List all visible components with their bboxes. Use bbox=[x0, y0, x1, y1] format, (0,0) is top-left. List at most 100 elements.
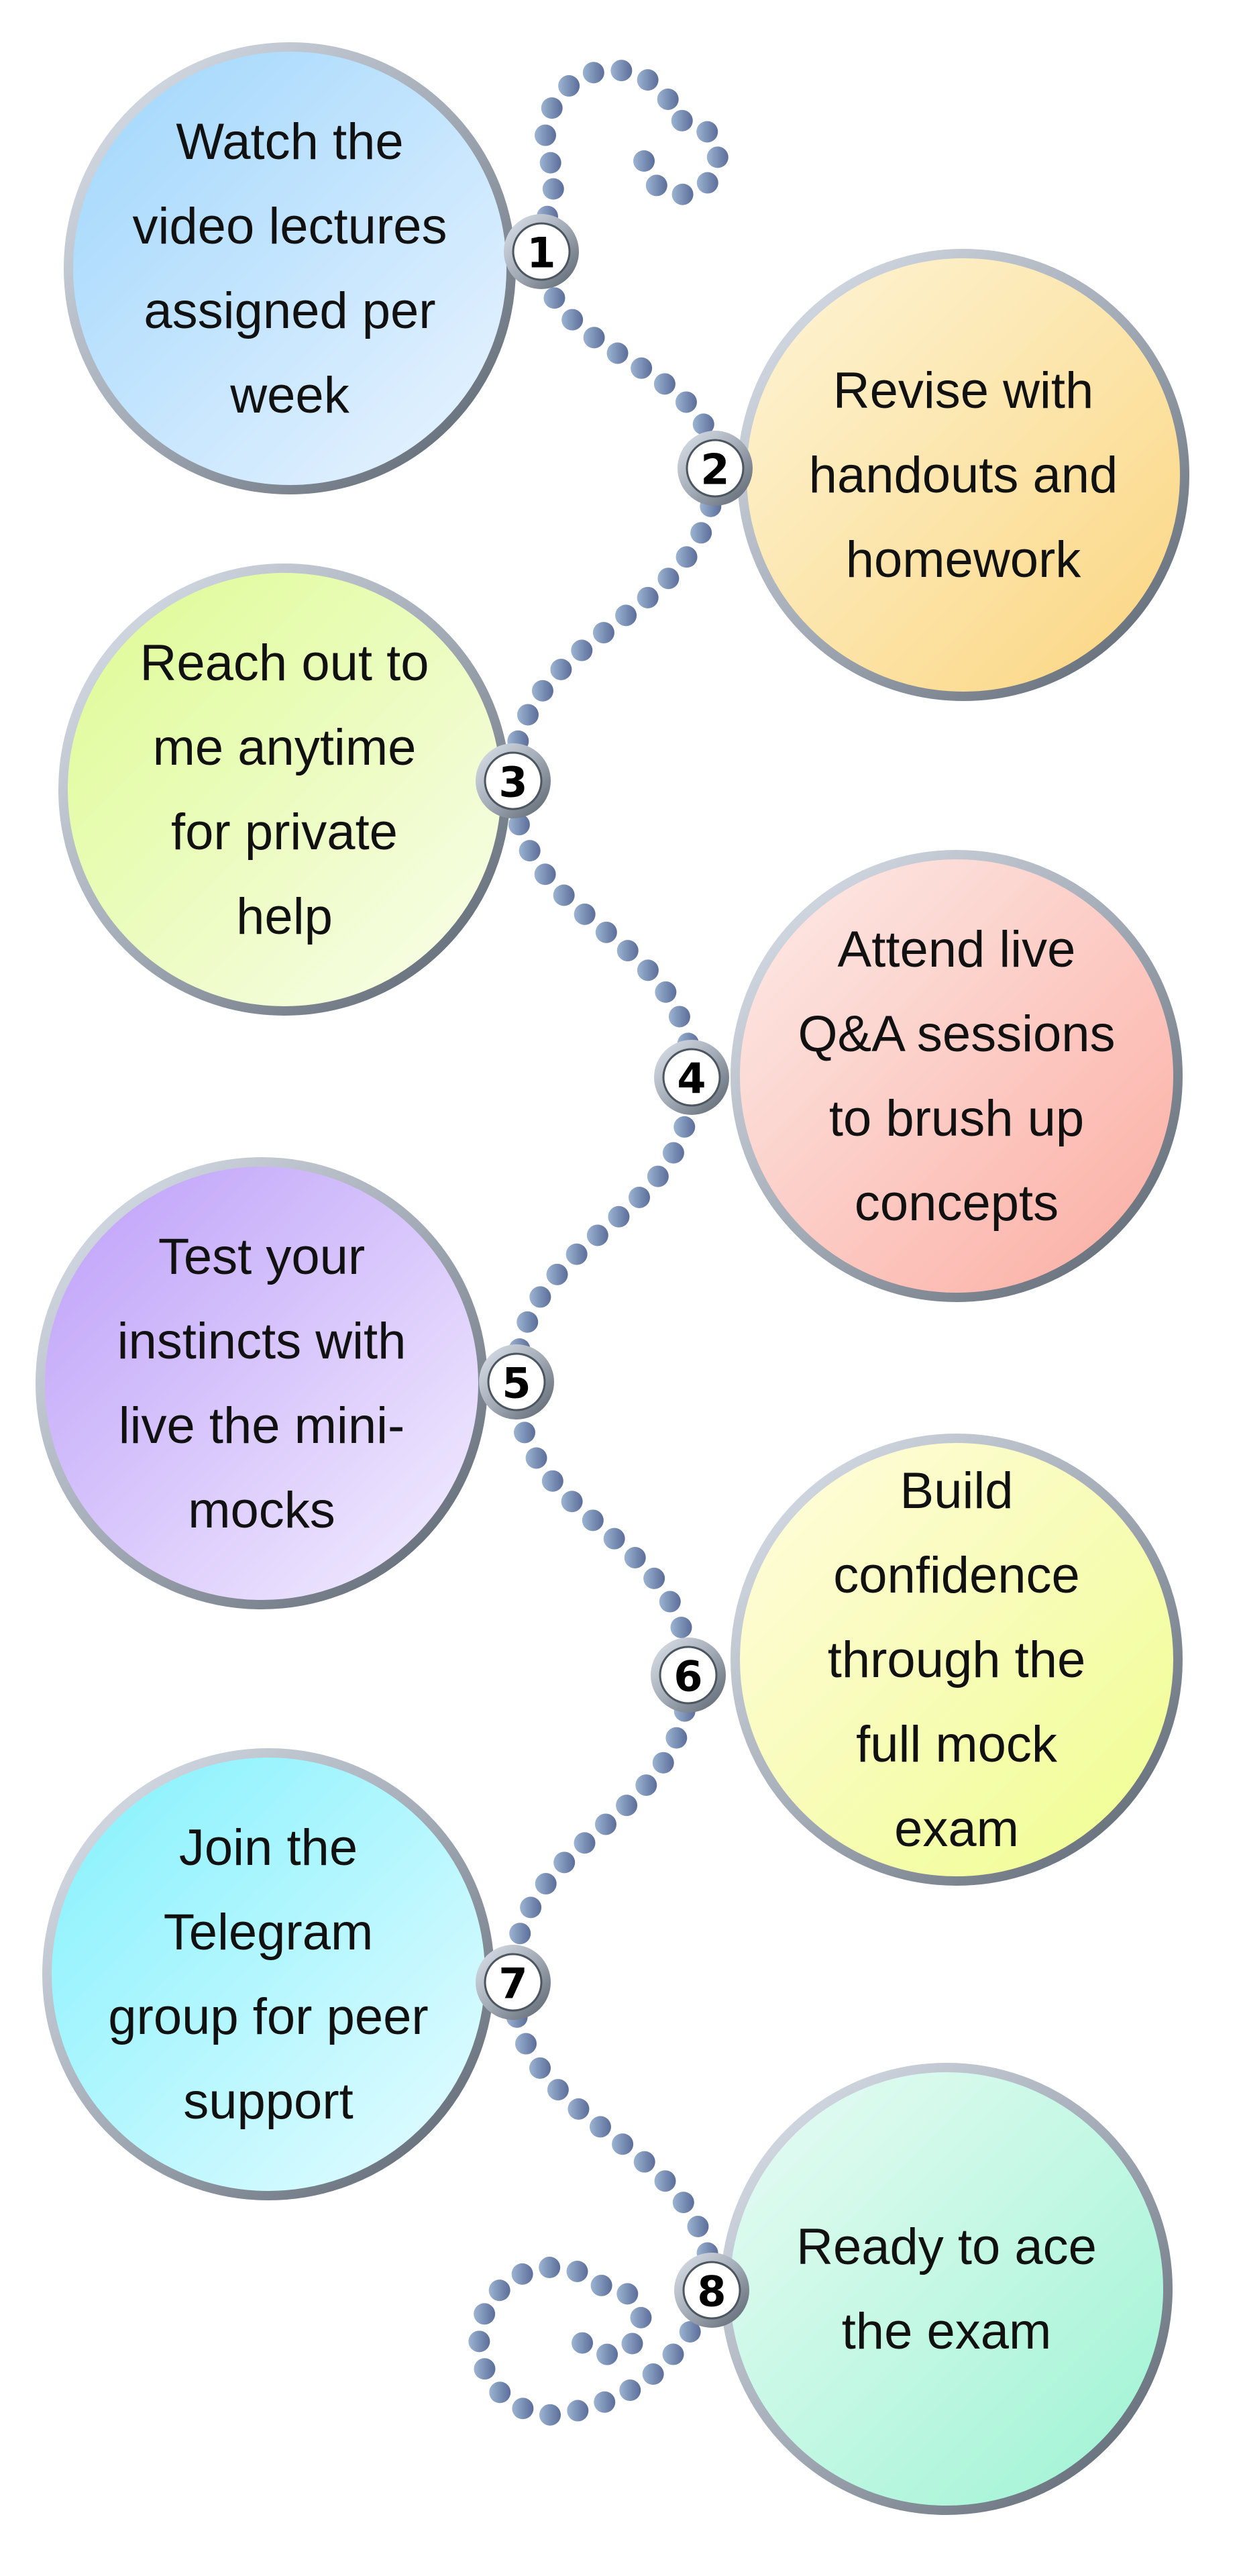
step-text-line: Ready to ace bbox=[796, 2218, 1097, 2275]
connector-dot bbox=[508, 814, 530, 836]
connector-dot bbox=[606, 342, 629, 364]
connector-dot bbox=[624, 1546, 646, 1568]
connector-dot bbox=[630, 2306, 652, 2328]
connector-dot bbox=[539, 2257, 561, 2279]
connector-dot bbox=[566, 2260, 588, 2282]
connector-dot bbox=[517, 1311, 539, 1333]
connector-dot bbox=[637, 959, 659, 981]
connector-dot bbox=[542, 178, 564, 200]
connector-dot bbox=[547, 2079, 569, 2101]
step-text-line: mocks bbox=[188, 1482, 335, 1539]
connector-dot bbox=[595, 921, 617, 943]
step-text-line: through the bbox=[828, 1631, 1086, 1688]
connector-dot bbox=[659, 1591, 681, 1613]
connector-dot bbox=[546, 1263, 568, 1285]
step-text-line: homework bbox=[846, 531, 1082, 588]
connector-dot bbox=[668, 1006, 690, 1028]
connector-dot bbox=[643, 1567, 665, 1589]
connector-dot bbox=[687, 2216, 709, 2238]
connector-dot bbox=[616, 1794, 638, 1817]
connector-dot bbox=[672, 2192, 694, 2214]
connector-dot bbox=[574, 1832, 596, 1854]
step-bubble bbox=[731, 1434, 1183, 1886]
connector-dot bbox=[513, 1421, 535, 1444]
connector-dot bbox=[582, 62, 604, 84]
connector-dot bbox=[558, 75, 580, 97]
connector-dot bbox=[590, 2274, 612, 2296]
step-text-line: full mock bbox=[856, 1716, 1058, 1773]
connector-dot bbox=[657, 568, 680, 590]
step-5: Test your instincts with live the mini-moc… bbox=[36, 1157, 554, 1609]
connector-dot bbox=[512, 2398, 534, 2420]
connector-dot bbox=[586, 1224, 608, 1246]
connector-dot bbox=[550, 658, 572, 680]
connector-dot bbox=[631, 357, 653, 379]
connector-dot bbox=[671, 109, 693, 131]
step-number-badge: 8 bbox=[674, 2253, 749, 2328]
connector-dot bbox=[653, 373, 676, 395]
step-text-line: Q&A sessions bbox=[798, 1006, 1115, 1063]
connector-dot bbox=[553, 884, 575, 906]
dotted-connector-path bbox=[468, 60, 729, 2426]
connector-dot bbox=[525, 1447, 547, 1469]
connector-dot bbox=[645, 174, 667, 197]
connector-dot bbox=[696, 172, 718, 194]
connector-dot bbox=[628, 1186, 650, 1208]
step-text-line: Watch the bbox=[176, 113, 403, 170]
connector-dot bbox=[592, 622, 614, 644]
step-number: 4 bbox=[677, 1055, 706, 1104]
connector-dot bbox=[529, 1286, 551, 1308]
connector-dot bbox=[619, 2379, 641, 2402]
connector-dot bbox=[608, 1205, 630, 1228]
step-text-line: week bbox=[229, 367, 349, 424]
connector-dot bbox=[679, 2320, 701, 2343]
step-number-badge: 5 bbox=[479, 1344, 554, 1419]
connector-dot bbox=[539, 152, 561, 174]
connector-dot bbox=[515, 2033, 537, 2055]
step-text-line: video lectures bbox=[133, 198, 447, 255]
step-text-line: handouts and bbox=[809, 447, 1118, 504]
connector-dot bbox=[635, 1774, 657, 1796]
connector-dot bbox=[673, 1116, 696, 1138]
step-text-line: Attend live bbox=[838, 921, 1076, 978]
connector-dot bbox=[647, 1165, 669, 1187]
connector-dot bbox=[509, 1923, 531, 1945]
connector-dot bbox=[565, 1243, 588, 1265]
connector-dot bbox=[553, 1851, 576, 1874]
step-text-line: confidence bbox=[833, 1547, 1080, 1604]
step-text-line: Join the bbox=[179, 1819, 358, 1876]
connector-dot bbox=[665, 1727, 688, 1749]
connector-dot bbox=[567, 2400, 589, 2422]
connector-dot bbox=[474, 2303, 496, 2325]
connector-dot bbox=[675, 391, 697, 413]
step-text-line: me anytime bbox=[153, 719, 417, 776]
connector-dot bbox=[676, 546, 698, 568]
step-text-line: live the mini- bbox=[119, 1397, 405, 1454]
connector-dot bbox=[589, 2116, 611, 2138]
step-text-line: group for peer bbox=[108, 1988, 428, 2045]
connector-dot bbox=[543, 287, 565, 309]
connector-dot bbox=[517, 704, 539, 726]
step-number-badge: 6 bbox=[651, 1638, 726, 1713]
connector-dot bbox=[594, 1813, 616, 1835]
step-text-line: instincts with bbox=[117, 1313, 407, 1370]
connector-dot bbox=[511, 2263, 533, 2285]
step-text-line: Test your bbox=[158, 1228, 365, 1285]
connector-dot bbox=[561, 1491, 583, 1513]
connector-dot bbox=[572, 2332, 594, 2354]
step-number: 6 bbox=[673, 1652, 702, 1701]
connector-dot bbox=[541, 97, 563, 119]
connector-dot bbox=[539, 2404, 561, 2426]
step-text-line: the exam bbox=[842, 2303, 1052, 2360]
connector-dot bbox=[657, 88, 679, 110]
connector-dot bbox=[642, 2363, 664, 2385]
step-text-line: Telegram bbox=[164, 1904, 374, 1961]
step-number: 1 bbox=[527, 229, 555, 278]
step-8: Ready to ace the exam 8 bbox=[674, 2063, 1173, 2515]
step-number-badge: 2 bbox=[678, 431, 753, 506]
